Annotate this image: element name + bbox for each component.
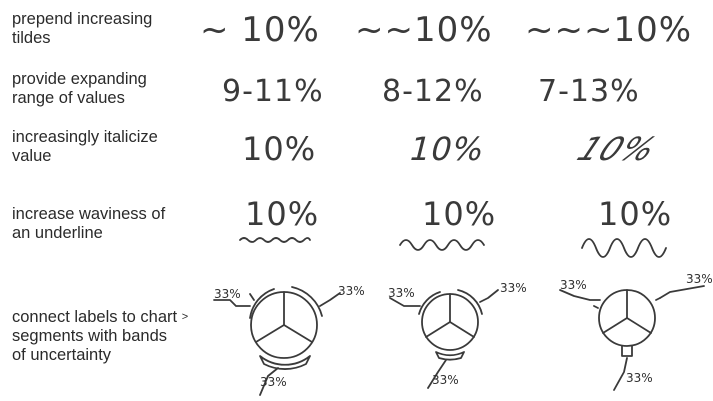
pie-label-8: 33% [686, 272, 713, 286]
label-line: range of values [12, 89, 125, 107]
tilde-value-2: ~~10% [355, 10, 493, 50]
label-text: connect labels to chart [12, 308, 178, 326]
range-value-2: 8-12% [382, 74, 484, 109]
pie-label-4: 33% [388, 286, 415, 300]
label-line: an underline [12, 224, 103, 242]
tilde-value-1: ~ 10% [200, 10, 320, 50]
pie-label-7: 33% [560, 278, 587, 292]
label-mark: > [181, 311, 189, 323]
pie-label-3: 33% [260, 375, 287, 389]
row-label-italic: increasingly italicize value [12, 128, 192, 166]
pie-label-6: 33% [432, 373, 459, 387]
label-line: increasingly italicize [12, 128, 158, 146]
range-value-1: 9-11% [222, 74, 324, 109]
range-value-3: 7-13% [538, 74, 640, 109]
label-line: provide expanding [12, 70, 147, 88]
wavy-value-1: 10% [245, 195, 320, 233]
label-line: prepend increasing [12, 10, 153, 28]
label-line: tildes [12, 29, 51, 47]
label-line: connect labels to chart > [12, 308, 192, 327]
pie-label-2: 33% [338, 284, 365, 298]
label-line: segments with bands [12, 327, 168, 345]
row-label-tildes: prepend increasing tildes [12, 10, 192, 48]
row-label-bands: connect labels to chart > segments with … [12, 308, 192, 365]
italic-value-1: 10% [242, 130, 317, 168]
wavy-value-3: 10% [598, 195, 673, 233]
tilde-value-3: ~~~10% [525, 10, 693, 50]
row-label-wavy: increase waviness of an underline [12, 205, 192, 243]
wavy-value-2: 10% [422, 195, 497, 233]
label-line: of uncertainty [12, 346, 112, 364]
label-line: increase waviness of [12, 205, 166, 223]
row-label-range: provide expanding range of values [12, 70, 192, 108]
pie-label-9: 33% [626, 371, 653, 385]
pie-label-5: 33% [500, 281, 527, 295]
label-line: value [12, 147, 52, 165]
pie-label-1: 33% [214, 287, 241, 301]
